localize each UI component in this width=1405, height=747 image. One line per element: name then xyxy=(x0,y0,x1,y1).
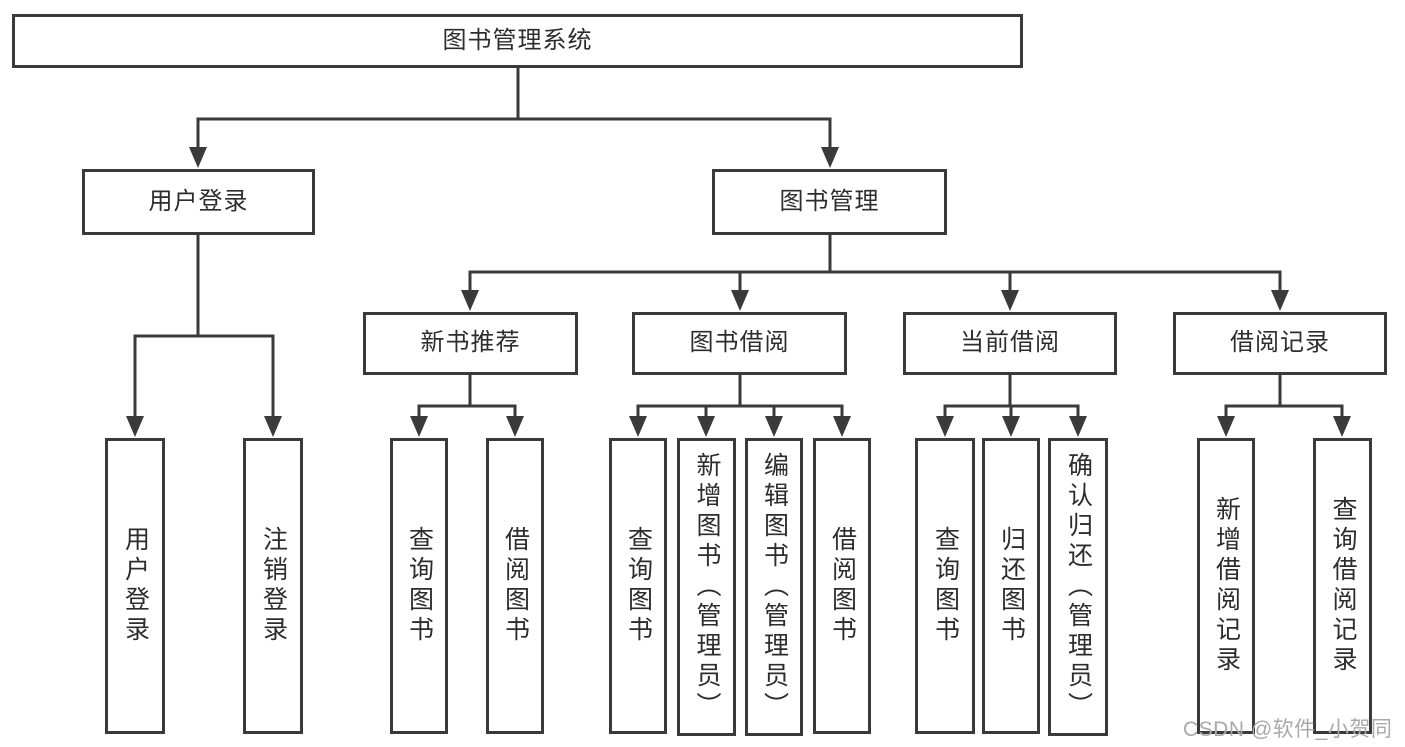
node-system-root: 图书管理系统 xyxy=(12,14,1023,68)
connector-borrowing-records-branch xyxy=(1217,375,1351,437)
node-borrowing-records: 借阅记录 xyxy=(1173,312,1387,375)
node-current-borrowing: 当前借阅 xyxy=(903,312,1117,375)
node-nb-borrow-books: 借阅图书 xyxy=(486,438,544,734)
node-cb-return-books: 归还图书 xyxy=(982,438,1040,734)
connector-root-to-level2 xyxy=(189,68,839,168)
connector-current-borrowing-branch xyxy=(936,375,1087,437)
watermark: CSDN @软件_小贺同学 xyxy=(1183,718,1393,741)
node-br-add-record: 新增借阅记录 xyxy=(1197,438,1255,734)
connector-user-login-branch xyxy=(126,235,282,437)
node-new-book-recommend: 新书推荐 xyxy=(363,312,578,375)
node-book-management: 图书管理 xyxy=(712,169,947,235)
node-user-login-leaf: 用户登录 xyxy=(105,438,165,734)
connector-book-borrowing-branch xyxy=(629,375,851,437)
node-logout-leaf: 注销登录 xyxy=(243,438,303,734)
node-cb-confirm-return-admin: 确认归还（管理员） xyxy=(1048,438,1108,736)
node-bb-edit-books-admin: 编辑图书（管理员） xyxy=(745,438,803,736)
connector-book-management-branch xyxy=(461,235,1289,311)
node-bb-add-books-admin: 新增图书（管理员） xyxy=(677,438,736,736)
node-bb-query-books: 查询图书 xyxy=(609,438,667,734)
node-br-query-record: 查询借阅记录 xyxy=(1313,438,1372,734)
node-book-borrowing: 图书借阅 xyxy=(632,312,847,375)
node-nb-query-books: 查询图书 xyxy=(390,438,448,734)
node-bb-borrow-books: 借阅图书 xyxy=(813,438,871,734)
node-cb-query-books: 查询图书 xyxy=(915,438,975,734)
connector-new-book-branch xyxy=(410,375,524,437)
node-user-login: 用户登录 xyxy=(82,169,315,235)
